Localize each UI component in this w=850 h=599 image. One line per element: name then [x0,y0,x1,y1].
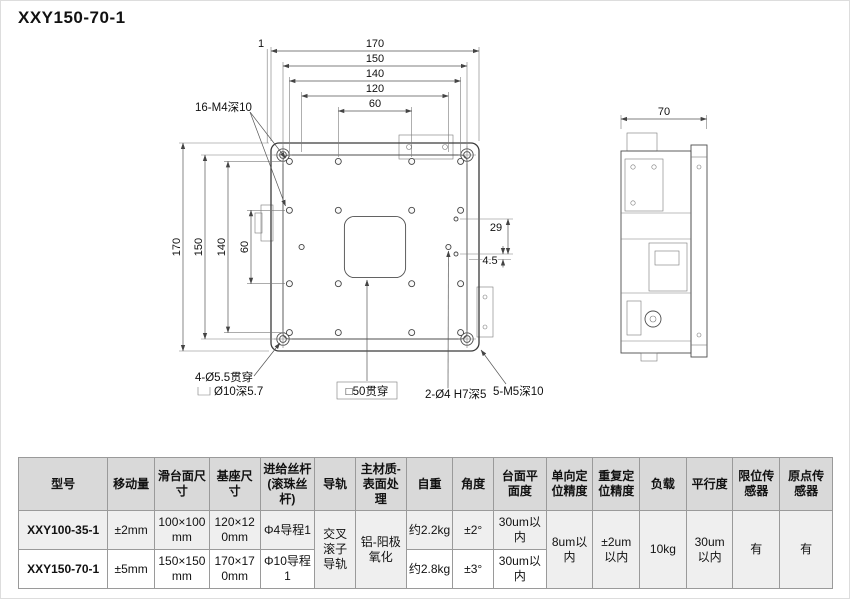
col-header-angle: 角度 [452,457,494,511]
spec-table: 型号 移动量 滑台面尺寸 基座尺寸 进给丝杆(滚珠丝杆) 导轨 主材质-表面处理… [17,457,833,589]
col-header-limit-sensor: 限位传感器 [732,457,781,511]
dim-60-top: 60 [369,98,381,110]
cell-angle: ±2° [452,510,494,550]
cell-weight: 约2.2kg [405,510,454,550]
cell-angle: ±3° [452,549,494,589]
col-header-travel: 移动量 [107,457,155,511]
col-header-load: 负载 [639,457,687,511]
col-header-repeatability: 重复定位精度 [592,457,641,511]
m4-hole-grid [285,157,465,337]
side-view: 70 [620,105,708,362]
side-mount-plate [690,144,708,358]
technical-drawing: 170 150 140 120 60 1 170 [170,37,708,403]
top-extension-lines [266,47,480,157]
right-dimensions: 29 4.5 [460,218,513,268]
label-tapped-holes: 16-M4深10 [195,100,252,114]
cell-parallelism: 30um以内 [685,510,734,589]
cell-screw: Φ10导程1 [259,549,316,589]
left-dimensions: 170 150 140 60 [170,142,254,352]
cell-slide-size: 150×150mm [154,549,210,589]
dim-170-left: 170 [171,238,183,256]
label-center-cutout: □50贯穿 [346,384,389,398]
page-title: XXY150-70-1 [18,8,126,27]
col-header-weight: 自重 [405,457,454,511]
cell-travel: ±5mm [107,549,155,589]
label-dowel-holes: 2-Ø4 H7深5 [425,387,486,401]
label-counterbore: Ø10深5.7 [214,384,263,398]
header-row: 型号 移动量 滑台面尺寸 基座尺寸 进给丝杆(滚珠丝杆) 导轨 主材质-表面处理… [17,457,833,511]
table-row: XXY150-70-1 ±5mm 150×150mm 170×170mm Φ10… [17,549,833,589]
dowel-holes [298,216,459,257]
col-header-screw: 进给丝杆(滚珠丝杆) [259,457,316,511]
table-row: XXY100-35-1 ±2mm 100×100mm 120×120mm Φ4导… [17,510,833,589]
label-through-holes: 4-Ø5.5贯穿 [195,370,253,384]
cell-base-size: 170×170mm [208,549,261,589]
col-header-origin-sensor: 原点传感器 [779,457,833,511]
side-bearing-circle [644,310,662,328]
col-header-slide-size: 滑台面尺寸 [154,457,210,511]
cell-weight: 约2.8kg [405,549,454,589]
col-header-model: 型号 [17,457,109,511]
label-side-tapped: 5-M5深10 [493,384,544,398]
col-header-flatness: 台面平面度 [492,457,547,511]
dim-29-right: 29 [490,222,502,234]
cell-flatness: 30um以内 [492,549,547,589]
dim-140-top: 140 [366,68,384,80]
cell-model: XXY150-70-1 [17,549,109,589]
cell-limit-sensor: 有 [732,510,781,589]
stage-outline [282,154,468,340]
side-body [620,150,692,354]
cell-travel: ±2mm [107,510,155,550]
cell-screw: Φ4导程1 [259,510,316,550]
side-mid-block [648,242,688,292]
col-header-base-size: 基座尺寸 [208,457,261,511]
col-header-uni-accuracy: 单向定位精度 [545,457,594,511]
col-header-parallelism: 平行度 [685,457,734,511]
top-dimensions: 170 150 140 120 60 1 [257,37,480,114]
dim-150-left: 150 [193,238,205,256]
cell-flatness: 30um以内 [492,510,547,550]
center-cutout-label-box [336,381,398,400]
dim-70-side: 70 [658,106,670,118]
dim-1-top: 1 [258,38,264,50]
dim-140-left: 140 [216,238,228,256]
col-header-guide: 导轨 [314,457,356,511]
callout-leaders [249,111,507,390]
dim-120-top: 120 [366,83,384,95]
counterbore-symbol-icon [197,387,211,396]
cell-base-size: 120×120mm [208,510,261,550]
dim-60-left: 60 [239,241,251,253]
col-header-material: 主材质-表面处理 [354,457,407,511]
cell-material: 铝-阳极氧化 [354,510,407,589]
cell-load: 10kg [639,510,687,589]
cell-slide-size: 100×100mm [154,510,210,550]
top-view: 170 150 140 120 60 1 170 [170,37,545,403]
base-outline [270,142,480,352]
center-cutout [343,215,407,279]
edge-brackets [254,134,494,338]
dim-4_5-right: 4.5 [482,255,497,267]
cell-guide: 交叉滚子导轨 [314,510,356,589]
side-top-cap [626,132,658,152]
cell-model: XXY100-35-1 [17,510,109,550]
side-motor-block [624,158,664,212]
dim-150-top: 150 [366,53,384,65]
left-extension-lines [179,142,285,352]
cell-uni-accuracy: 8um以内 [545,510,594,589]
dim-170-top: 170 [366,38,384,50]
cell-repeatability: ±2um以内 [592,510,641,589]
cell-origin-sensor: 有 [779,510,833,589]
